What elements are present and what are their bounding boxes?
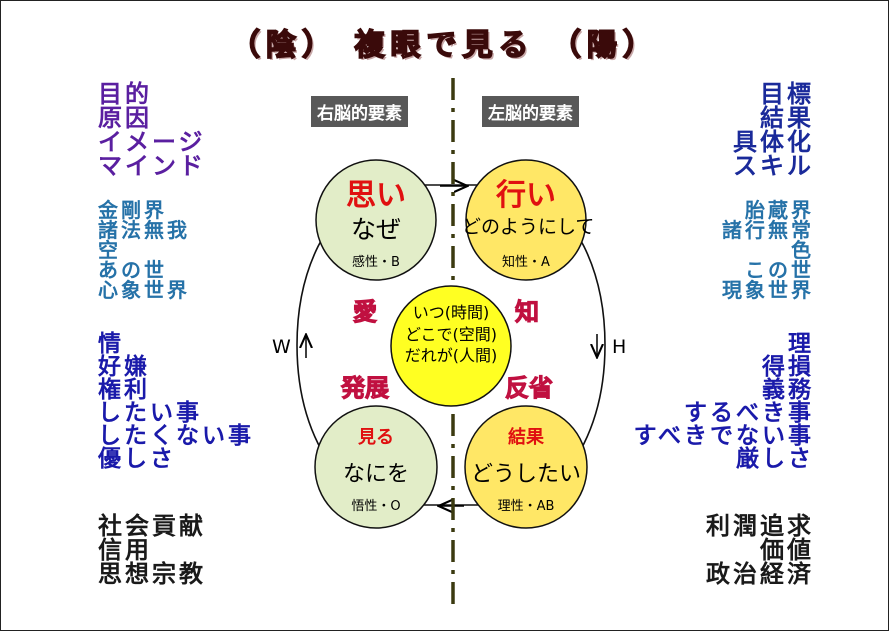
- left-item: 優しさ: [98, 446, 176, 472]
- left-item: 社会貢献: [98, 512, 206, 540]
- left-item: 目的: [98, 80, 152, 108]
- left-group-buddhism: 金剛界 諸法無我 空 あの世 心象世界: [98, 200, 190, 300]
- right-item: 厳しさ: [736, 446, 814, 472]
- right-brain-label: 右脳的要素: [311, 96, 408, 127]
- left-item: 情: [98, 331, 124, 357]
- right-item: 価値: [760, 536, 814, 564]
- circle-omoi: [315, 159, 437, 281]
- left-item: 権利: [98, 377, 150, 403]
- left-item: イメージ: [98, 128, 206, 156]
- omoi-sub: 感性・B: [352, 255, 400, 270]
- left-item: 原因: [98, 104, 152, 132]
- okonai-main: どのようにして: [462, 216, 595, 238]
- kekka-sub: 理性・AB: [497, 499, 555, 514]
- omoi-title: 思い: [346, 178, 406, 213]
- left-item: 空: [98, 238, 121, 262]
- center-when: いつ(時間): [412, 303, 490, 322]
- miru-title: 見る: [358, 427, 394, 448]
- circle-okonai: [465, 159, 587, 281]
- right-item: 具体化: [733, 128, 814, 156]
- right-item: すべきでない事: [633, 423, 814, 449]
- right-group-economy: 利潤追求 価値 政治経済: [706, 514, 814, 586]
- miru-main: なにを: [342, 462, 409, 487]
- left-brain-label: 左脳的要素: [482, 96, 579, 127]
- left-item: マインド: [98, 152, 206, 180]
- kekka-main: どうしたい: [470, 462, 581, 487]
- right-item: 目標: [760, 80, 814, 108]
- left-group-purpose: 目的 原因 イメージ マインド: [98, 82, 206, 178]
- circle-kekka: [464, 405, 588, 529]
- circle-center: [390, 285, 512, 407]
- right-item: するべき事: [684, 400, 814, 426]
- right-item: 得損: [762, 354, 814, 380]
- left-item: あの世: [98, 258, 167, 282]
- right-group-goal: 目標 結果 具体化 スキル: [733, 82, 814, 178]
- center-text: いつ(時間) どこで(空間) だれが(人間): [396, 302, 506, 367]
- left-item: 諸法無我: [98, 218, 190, 242]
- right-item: スキル: [733, 152, 814, 180]
- okonai-title: 行い: [496, 178, 556, 213]
- left-group-society: 社会貢献 信用 思想宗教: [98, 514, 206, 586]
- left-item: 好嫌: [98, 354, 150, 380]
- direction-w: W: [272, 336, 291, 358]
- right-item: 諸行無常: [722, 218, 814, 242]
- right-item: 胎蔵界: [745, 198, 814, 222]
- word-chi: 知: [515, 298, 540, 327]
- right-item: 理: [788, 331, 814, 357]
- word-hatten: 発展: [341, 374, 390, 403]
- circle-miru: [314, 405, 438, 529]
- word-ai: 愛: [353, 298, 378, 327]
- left-item: 信用: [98, 536, 152, 564]
- page-title: （陰） 複眼で見る （陽）: [229, 27, 659, 64]
- left-group-emotion: 情 好嫌 権利 したい事 したくない事 優しさ: [98, 333, 254, 471]
- left-item: 心象世界: [98, 278, 190, 302]
- right-item: 義務: [762, 377, 814, 403]
- right-item: 政治経済: [706, 560, 814, 588]
- left-item: 金剛界: [98, 198, 167, 222]
- miru-sub: 悟性・O: [351, 499, 401, 514]
- left-item: したくない事: [98, 423, 254, 449]
- left-item: したい事: [98, 400, 202, 426]
- right-item: この世: [745, 258, 814, 282]
- okonai-sub: 知性・A: [502, 255, 550, 270]
- right-item: 利潤追求: [706, 512, 814, 540]
- right-group-buddhism: 胎蔵界 諸行無常 色 この世 現象世界: [722, 200, 814, 300]
- right-item: 結果: [760, 104, 814, 132]
- kekka-title: 結果: [508, 427, 544, 448]
- right-item: 現象世界: [722, 278, 814, 302]
- right-group-reason: 理 得損 義務 するべき事 すべきでない事 厳しさ: [634, 333, 814, 471]
- direction-h: H: [612, 336, 627, 358]
- center-who: だれが(人間): [404, 346, 498, 366]
- left-item: 思想宗教: [98, 560, 206, 588]
- center-where: どこで(空間): [404, 324, 497, 344]
- right-item: 色: [791, 238, 814, 262]
- omoi-main: なぜ: [350, 215, 401, 244]
- word-hansei: 反省: [505, 374, 554, 403]
